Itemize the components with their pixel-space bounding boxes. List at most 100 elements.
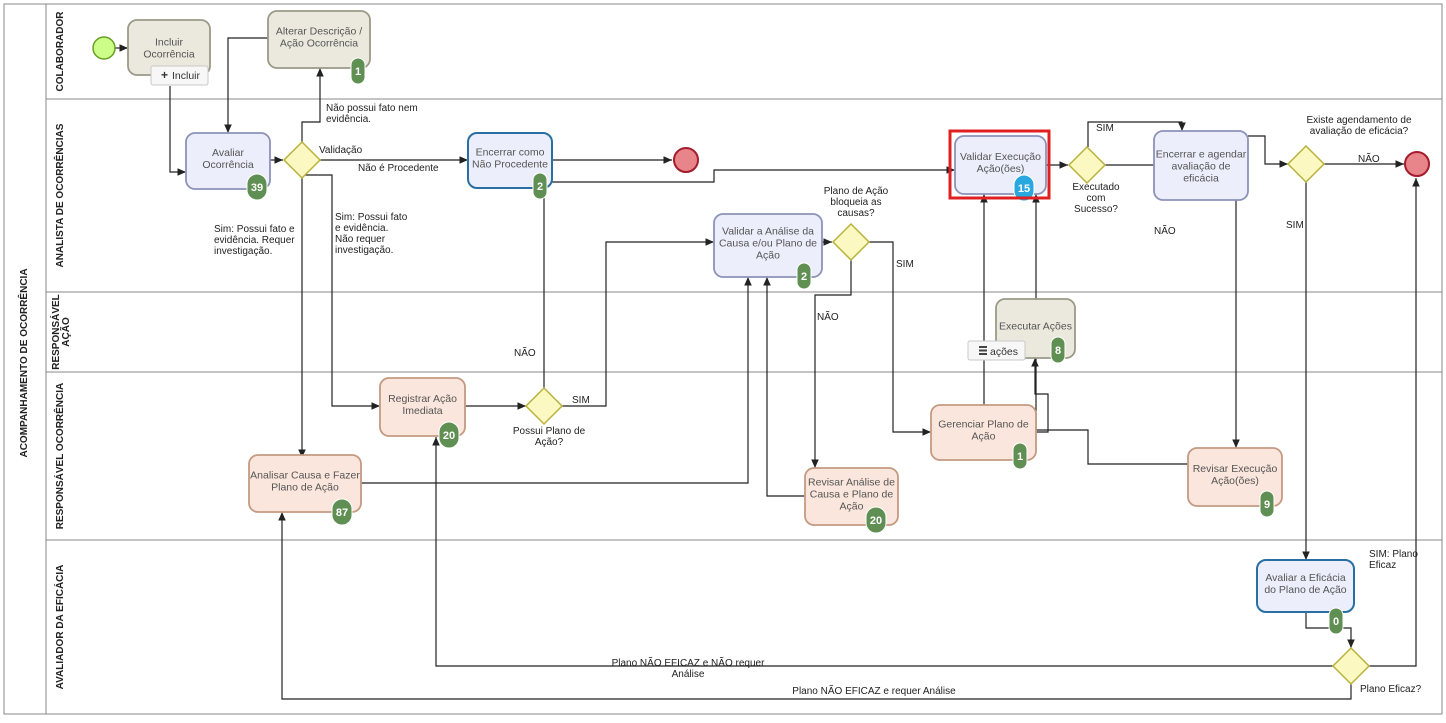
edge-label-nao-procedente: Não é Procedente — [358, 163, 439, 174]
lane-colaborador — [45, 3, 1443, 100]
task-count-badge: 39 — [246, 173, 268, 201]
incluir-button[interactable]: + Incluir — [150, 65, 209, 86]
task-label-line: Incluir — [155, 37, 184, 49]
task-count-badge: 9 — [1259, 490, 1275, 518]
task-count-badge: 20 — [438, 421, 460, 449]
edge-label-nao-agendamento: NÃO — [1358, 152, 1380, 165]
task-count: 0 — [1333, 616, 1339, 628]
edge-label-validacao: Validação — [319, 145, 363, 156]
task-label-line: Gerenciar Plano de — [938, 419, 1029, 431]
edge-label-validacao-line: Validação — [319, 145, 363, 156]
edge-label-sim-eficaz-line: SIM: Plano — [1369, 549, 1418, 560]
task-count: 20 — [870, 515, 882, 527]
flow-alterar-avaliar — [224, 37, 268, 133]
gateway-label-plano-bloqueia-line: causas? — [837, 208, 875, 219]
edge-label-sim-bloqueia: SIM — [896, 259, 914, 270]
edge-label-nao-bloqueia-line: NÃO — [817, 310, 839, 323]
task-label-line: Revisar Análise de — [808, 477, 895, 489]
gateway-label-possui-plano-line: Ação? — [535, 437, 564, 448]
gateway-label-executado-line: Sucesso? — [1074, 204, 1118, 215]
task-box — [379, 377, 466, 437]
edge-label-sim-nao-requer-line: investigação. — [335, 245, 393, 256]
task-count: 9 — [1264, 499, 1270, 511]
task-label-line: eficácia — [1183, 173, 1219, 185]
flow-gw6-registrar — [432, 437, 1333, 667]
task-count-badge: 2 — [796, 262, 812, 290]
lane-title-line: RESPONSÁVEL OCORRÊNCIA — [53, 383, 66, 530]
task-count-badge: 1 — [1012, 442, 1028, 470]
edge-label-nao-executado-line: NÃO — [1154, 224, 1176, 237]
edge-label-nao-executado: NÃO — [1154, 224, 1176, 237]
gateway-plano-bloqueia — [831, 222, 871, 262]
task-count: 15 — [1018, 183, 1030, 195]
lane-title-line: COLABORADOR — [55, 11, 66, 92]
flow-avaliar-eficacia-gw6 — [1305, 612, 1355, 648]
task-count-badge: 0 — [1328, 607, 1344, 635]
flow-gw3-validar-analise — [562, 238, 714, 407]
flow-gw4-encerrar-agendar — [1087, 121, 1186, 147]
task-label-line: do Plano de Ação — [1264, 584, 1346, 596]
gateway-label-plano-eficaz-line: Plano Eficaz? — [1360, 684, 1422, 695]
task-label-line: Analisar Causa e Fazer — [250, 470, 360, 482]
task-count: 1 — [355, 66, 361, 78]
task-count-badge: 20 — [865, 506, 887, 534]
task-count: 2 — [801, 271, 807, 283]
task-box — [1256, 559, 1355, 613]
task-label-line: Encerrar e agendar — [1156, 149, 1247, 161]
edge-label-nao-procedente-line: Não é Procedente — [358, 163, 439, 174]
task-count-badge: 1 — [350, 57, 366, 85]
acoes-button-label: ações — [990, 346, 1018, 358]
edge-label-nao-possui-line: evidência. — [326, 114, 371, 125]
edge-label-sim-bloqueia-line: SIM — [896, 259, 914, 270]
task-label-line: Validar a Análise da — [722, 226, 814, 238]
gateway-label-existe-agendamento-line: avaliação de eficácia? — [1310, 126, 1409, 137]
lane-title-line: AVALIADOR DA EFICÁCIA — [53, 565, 66, 690]
lane-title-line: RESPONSÁVEL — [49, 294, 62, 370]
lane-title-avaliador: AVALIADOR DA EFICÁCIA — [53, 565, 66, 690]
gateway-label-plano-eficaz: Plano Eficaz? — [1360, 684, 1422, 695]
acoes-button[interactable]: ações — [967, 340, 1026, 361]
start-event — [92, 36, 116, 60]
lane-avaliador — [45, 539, 1443, 715]
task-label-line: Revisar Execução — [1193, 463, 1278, 475]
gateway-possui-plano — [524, 386, 564, 426]
edge-label-nao-eficaz-nao-requer-line: Análise — [672, 669, 705, 680]
flow-gw3-validar-exec — [543, 166, 955, 388]
task-label-line: Executar Ações — [999, 321, 1072, 333]
task-count: 1 — [1017, 451, 1023, 463]
task-label-line: Não Procedente — [472, 159, 548, 171]
task-box — [467, 132, 553, 189]
flow-revisar-analise-validar — [763, 277, 805, 497]
task-count: 39 — [251, 182, 263, 194]
edge-label-nao-eficaz-nao-requer-line: Plano NÃO EFICAZ e NÃO requer — [612, 656, 766, 669]
task-label-line: Ocorrência — [143, 49, 195, 61]
flow-gw2-gerenciar — [869, 241, 931, 436]
flow-gw6-end — [1369, 178, 1420, 667]
task-label-line: Avaliar a Eficácia — [1265, 572, 1346, 584]
